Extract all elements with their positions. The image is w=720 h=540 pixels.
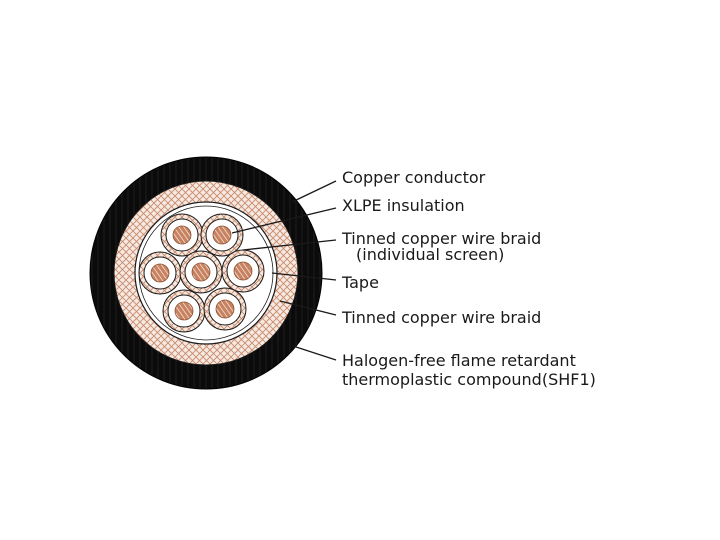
label-individual-braid-line1: Tinned copper wire braid xyxy=(341,229,541,248)
label-tape: Tape xyxy=(341,273,379,292)
label-individual-braid-line2: (individual screen) xyxy=(356,245,504,264)
leader-sheath xyxy=(292,345,337,361)
leader-overall-braid xyxy=(279,300,337,316)
core-middle-right xyxy=(221,249,265,293)
label-copper-conductor: Copper conductor xyxy=(342,168,486,187)
leader-copper-conductor xyxy=(291,180,337,203)
label-sheath-line1: Halogen-free flame retardant xyxy=(342,351,576,370)
core-top-right xyxy=(200,213,244,257)
core-bottom-right xyxy=(203,287,247,331)
leader-tape xyxy=(271,272,337,281)
core-top-left xyxy=(160,213,204,257)
core-center xyxy=(179,250,223,294)
label-sheath-line2: thermoplastic compound(SHF1) xyxy=(342,370,596,389)
leader-xlpe-insulation xyxy=(231,207,337,234)
leader-individual-braid xyxy=(242,239,337,251)
label-xlpe-insulation: XLPE insulation xyxy=(342,196,465,215)
core-bottom-left xyxy=(162,289,206,333)
core-middle-left xyxy=(138,251,182,295)
label-overall-braid: Tinned copper wire braid xyxy=(341,308,541,327)
